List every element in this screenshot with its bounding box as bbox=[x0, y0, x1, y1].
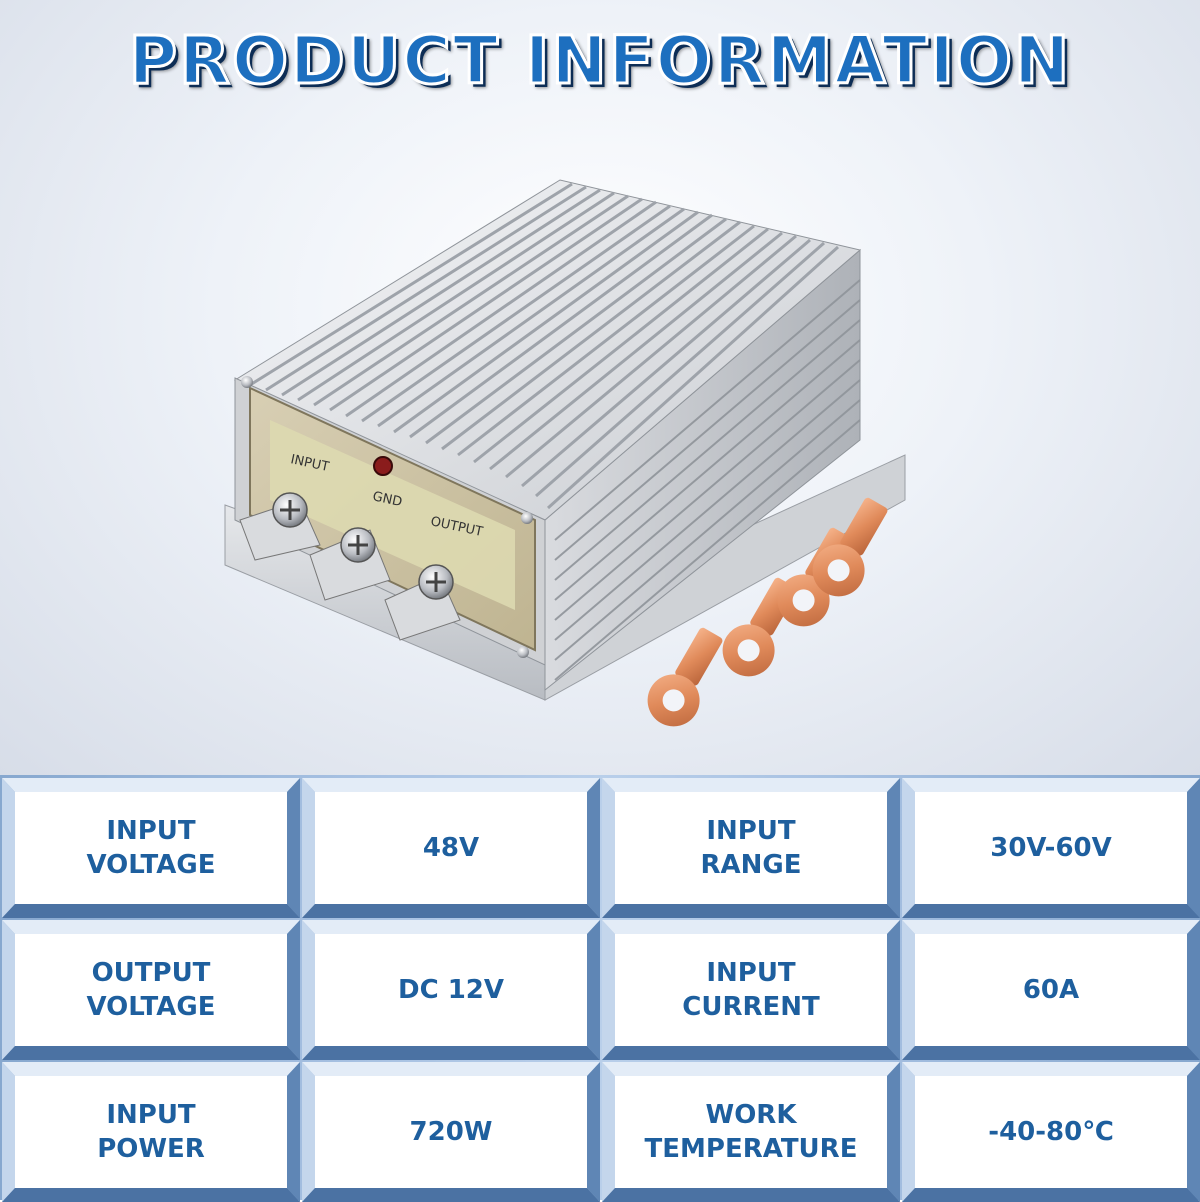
product-illustration: INPUT GND OUTPUT bbox=[224, 179, 906, 727]
cell-bevel bbox=[2, 778, 300, 918]
cell-bevel bbox=[602, 778, 900, 918]
spec-value-cell: 60A bbox=[902, 920, 1200, 1060]
cell-bevel bbox=[2, 920, 300, 1060]
spec-value: 48V bbox=[422, 833, 480, 863]
spec-value: 30V-60V bbox=[990, 833, 1112, 863]
spec-label-cell: WORK TEMPERATURE bbox=[602, 1062, 900, 1202]
spec-label-cell: INPUT VOLTAGE bbox=[2, 778, 300, 918]
spec-value-cell: 720W bbox=[302, 1062, 600, 1202]
front-panel: INPUT GND OUTPUT bbox=[234, 376, 546, 666]
spec-label: WORK TEMPERATURE bbox=[644, 1100, 858, 1164]
spec-label: INPUT CURRENT bbox=[682, 958, 820, 1022]
spec-label-cell: INPUT CURRENT bbox=[602, 920, 900, 1060]
cell-bevel bbox=[302, 778, 600, 918]
spec-value: -40-80℃ bbox=[988, 1117, 1114, 1147]
spec-value: 720W bbox=[409, 1117, 493, 1147]
spec-value-cell: DC 12V bbox=[302, 920, 600, 1060]
spec-label: INPUT POWER bbox=[97, 1100, 205, 1164]
spec-value: 60A bbox=[1022, 975, 1080, 1005]
spec-label: OUTPUT VOLTAGE bbox=[86, 958, 216, 1022]
cell-bevel bbox=[602, 920, 900, 1060]
spec-value: DC 12V bbox=[397, 975, 505, 1005]
page-title: PRODUCT INFORMATION bbox=[127, 21, 1072, 101]
spec-value-cell: 48V bbox=[302, 778, 600, 918]
cell-bevel bbox=[302, 920, 600, 1060]
spec-value-cell: 30V-60V bbox=[902, 778, 1200, 918]
spec-label-cell: INPUT POWER bbox=[2, 1062, 300, 1202]
spec-label: INPUT VOLTAGE bbox=[86, 816, 216, 880]
copper-ring-terminals bbox=[647, 497, 888, 727]
terminal-posts bbox=[239, 492, 461, 641]
screw-icon bbox=[517, 646, 529, 658]
screw-icon bbox=[241, 376, 253, 388]
cell-bevel bbox=[902, 1062, 1200, 1202]
cell-bevel bbox=[902, 778, 1200, 918]
screw-icon bbox=[521, 512, 533, 524]
spec-label-cell: OUTPUT VOLTAGE bbox=[2, 920, 300, 1060]
led-indicator bbox=[373, 456, 393, 476]
cell-bevel bbox=[902, 920, 1200, 1060]
cell-bevel bbox=[602, 1062, 900, 1202]
spec-label-cell: INPUT RANGE bbox=[602, 778, 900, 918]
spec-value-cell: -40-80℃ bbox=[902, 1062, 1200, 1202]
cell-bevel bbox=[302, 1062, 600, 1202]
product-image-area: PRODUCT INFORMATION bbox=[0, 0, 1200, 775]
heatsink-top bbox=[233, 179, 862, 521]
spec-table: INPUT VOLTAGE 48V INPUT RANGE 30V-60V OU… bbox=[0, 775, 1200, 1202]
spec-label: INPUT RANGE bbox=[700, 816, 802, 880]
cell-bevel bbox=[2, 1062, 300, 1202]
panel-label-gnd: GND bbox=[371, 489, 403, 510]
